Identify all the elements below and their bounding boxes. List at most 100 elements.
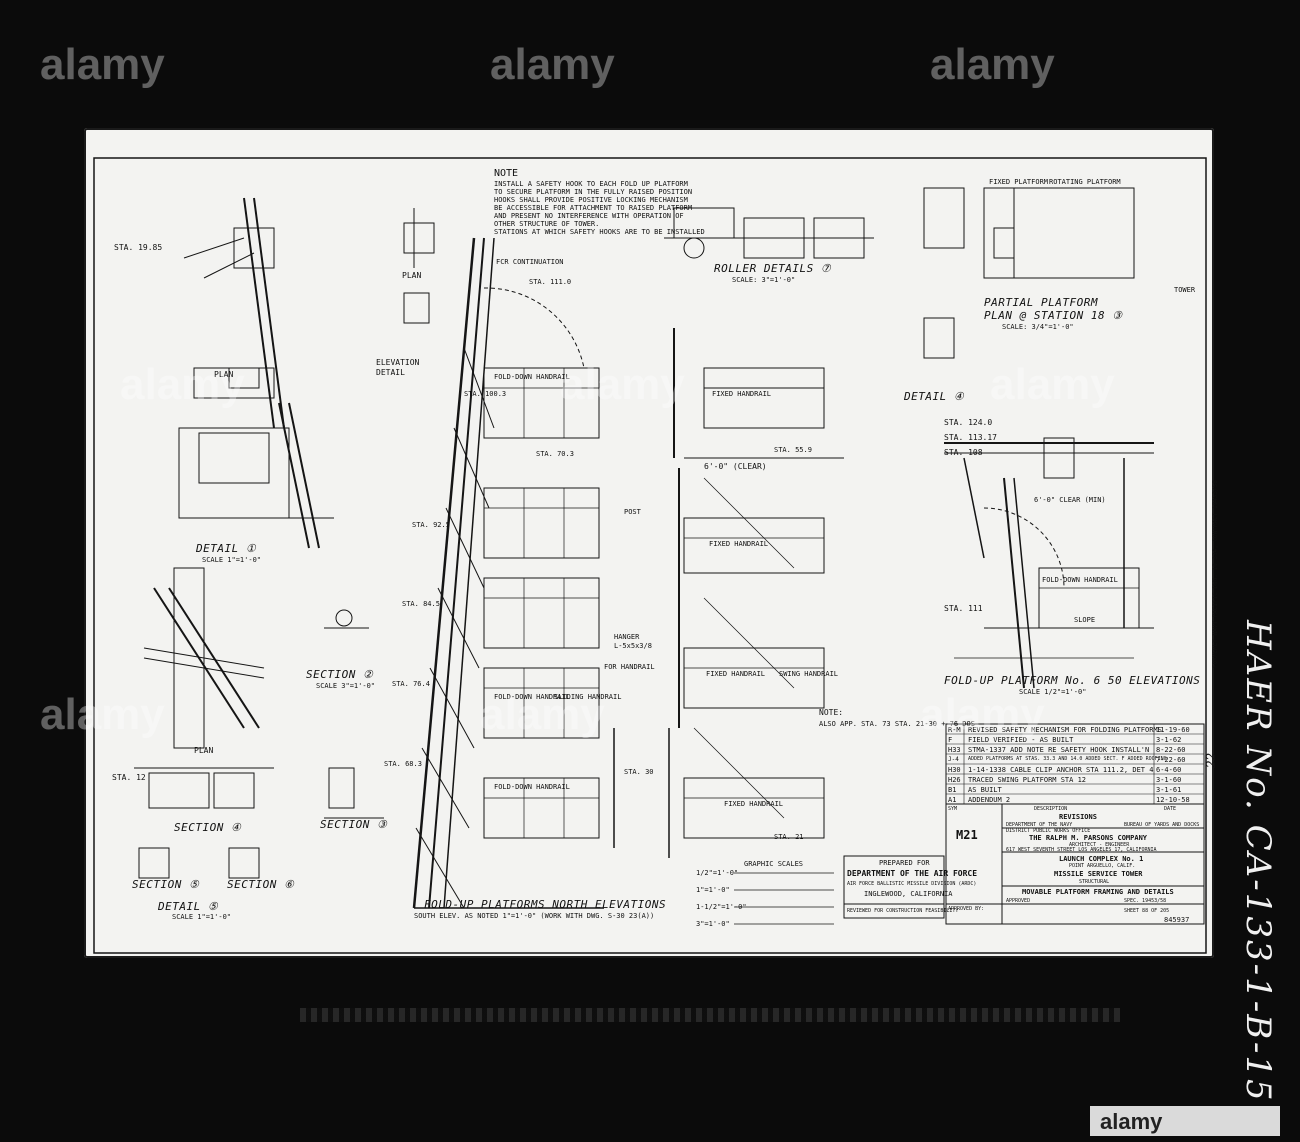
drawing-number: M21 — [956, 828, 978, 842]
label-sta-559: STA. 55.9 — [774, 446, 812, 454]
revisions-title: REVISIONS — [1059, 813, 1097, 821]
rev-date-3: 8-22-60 — [1156, 746, 1186, 754]
note-line-6: OTHER STRUCTURE OF TOWER. — [494, 220, 600, 228]
label-clear-min: 6'-0" CLEAR (MIN) — [1034, 496, 1106, 504]
approved: APPROVED — [1006, 898, 1031, 904]
structural: STRUCTURAL — [1079, 879, 1110, 885]
section-5-title: SECTION ⑤ — [132, 878, 200, 891]
watermark-8: alamy — [480, 690, 605, 739]
architects: ARCHITECT - ENGINEER — [1069, 842, 1130, 848]
bureau: BUREAU OF YARDS AND DOCKS — [1124, 822, 1200, 828]
note-line-4: BE ACCESSIBLE FOR ATTACHMENT TO RAISED P… — [494, 204, 693, 212]
label-fixed-handrail-1: FIXED HANDRAIL — [712, 390, 772, 398]
label-sta-764: STA. 76.4 — [392, 680, 430, 688]
scale-1: 1/2"=1'-0" — [696, 869, 739, 877]
label-elevation: ELEVATION — [376, 358, 420, 367]
reviewed-note: REVIEWED FOR CONSTRUCTION FEASIBILITY — [847, 908, 959, 914]
label-post: POST — [624, 508, 641, 516]
label-fixed-handrail-4: FIXED HANDRAIL — [724, 800, 784, 808]
rev-sym-3: H33 — [948, 746, 961, 754]
point-arguello: POINT ARGUELLO, CALIF. — [1069, 863, 1136, 869]
detail-5-scale: SCALE 1"=1'-0" — [172, 913, 232, 921]
rev-desc-3: STMA-1337 ADD NOTE RE SAFETY HOOK INSTAL… — [968, 746, 1150, 754]
parsons: THE RALPH M. PARSONS COMPANY — [1029, 834, 1148, 842]
fold-up-50-scale: SCALE 1/2"=1'-0" — [1019, 688, 1087, 696]
detail-4-title: DETAIL ④ — [904, 390, 965, 403]
label-sta-108: STA. 108 — [944, 448, 983, 457]
graphic-scales-title: GRAPHIC SCALES — [744, 860, 804, 868]
label-sta-845: STA. 84.5 — [402, 600, 440, 608]
partial-platform-scale: SCALE: 3/4"=1'-0" — [1002, 323, 1074, 331]
sheet-no: SHEET 88 OF 205 — [1124, 908, 1170, 914]
district: DISTRICT PUBLIC WORKS OFFICE — [1006, 828, 1091, 834]
rev-sym-1: R-M — [948, 726, 961, 734]
label-sta-30: STA. 30 — [624, 768, 654, 776]
rev-date-7: 3-1-61 — [1156, 786, 1182, 794]
scale-2: 1"=1'-0" — [696, 886, 730, 894]
film-edge-strip — [300, 1008, 1120, 1022]
rev-date-2: 3-1-62 — [1156, 736, 1182, 744]
rev-desc-8: ADDENDUM 2 — [968, 796, 1011, 804]
section-6-title: SECTION ⑥ — [227, 878, 295, 891]
haer-number: HAER No. CA-133-1-B-157 — [1238, 620, 1278, 1127]
stock-badge: alamy — [1090, 1106, 1280, 1136]
rev-desc-5: 1-14-1338 CABLE CLIP ANCHOR STA 111.2, D… — [968, 766, 1154, 774]
note2-title: NOTE: — [819, 708, 844, 717]
rev-desc-6: TRACED SWING PLATFORM STA 12 — [968, 776, 1087, 784]
label-fixed-platform: FIXED PLATFORM — [989, 178, 1049, 186]
label-plan-1: PLAN — [214, 370, 234, 379]
rev-sym-hdr: SYM — [948, 806, 958, 812]
note-line-3: HOOKS SHALL PROVIDE POSITIVE LOCKING MEC… — [494, 196, 688, 204]
rev-date-1: 11-19-60 — [1156, 726, 1190, 734]
stock-footer-bar — [0, 1106, 1300, 1142]
missile-tower: MISSILE SERVICE TOWER — [1054, 870, 1143, 878]
page-ref: 22 — [1204, 752, 1218, 768]
watermark-2: alamy — [490, 40, 615, 89]
spec-no: SPEC. 19453/58 — [1124, 898, 1167, 904]
watermark-1: alamy — [40, 40, 165, 89]
detail-1-title: DETAIL ① — [196, 542, 257, 555]
roller-details-scale: SCALE: 3"=1'-0" — [732, 276, 796, 284]
note-line-2: TO SECURE PLATFORM IN THE FULLY RAISED P… — [494, 188, 693, 196]
label-fold-down-2: FOLD-DOWN HANDRAIL — [494, 693, 570, 701]
watermark-5: alamy — [560, 360, 685, 409]
label-sta-1110: STA. 111.0 — [529, 278, 572, 286]
dept-air-force: DEPARTMENT OF THE AIR FORCE — [847, 869, 978, 878]
label-plan-2: PLAN — [402, 271, 422, 280]
section-2-scale: SCALE 3"=1'-0" — [316, 682, 376, 690]
label-sta-1003: STA. 100.3 — [464, 390, 507, 398]
detail-5-title: DETAIL ⑤ — [158, 900, 219, 913]
watermark-7: alamy — [40, 690, 165, 739]
label-sta-124: STA. 124.0 — [944, 418, 993, 427]
rev-sym-7: B1 — [948, 786, 957, 794]
label-tower: TOWER — [1174, 286, 1196, 294]
label-sta-1985: STA. 19.85 — [114, 243, 163, 252]
rev-date-5: 6-4-60 — [1156, 766, 1182, 774]
note-line-7: STATIONS AT WHICH SAFETY HOOKS ARE TO BE… — [494, 228, 705, 236]
label-fixed-handrail-2: FIXED HANDRAIL — [709, 540, 769, 548]
label-clear-6: 6'-0" (CLEAR) — [704, 462, 767, 471]
drawing-sheet: STA. 19.85 PLAN ELEVATION DETAIL PLAN DE… — [84, 128, 1219, 958]
af-ballistic: AIR FORCE BALLISTIC MISSILE DIVISION (AR… — [847, 881, 977, 887]
rev-sym-6: H26 — [948, 776, 961, 784]
rev-sym-5: H30 — [948, 766, 961, 774]
watermark-3: alamy — [930, 40, 1055, 89]
approved-by: APPROVED BY: — [948, 906, 985, 912]
scale-3: 1-1/2"=1'-0" — [696, 903, 747, 911]
section-4-title: SECTION ④ — [174, 821, 242, 834]
fold-up-south-subtitle: SOUTH ELEV. AS NOTED 1"=1'-0" (WORK WITH… — [414, 912, 655, 920]
label-for-handrail: FOR HANDRAIL — [604, 663, 655, 671]
partial-platform-title: PARTIAL PLATFORM — [984, 296, 1098, 309]
section-3-title: SECTION ③ — [320, 818, 388, 831]
stock-badge-logo: alamy — [1100, 1109, 1163, 1134]
rev-sym-4: J-4 — [948, 756, 959, 763]
label-plan-3: PLAN — [194, 746, 214, 755]
note-line-5: AND PRESENT NO INTERFERENCE WITH OPERATI… — [494, 212, 684, 220]
label-fold-down-1: FOLD-DOWN HANDRAIL — [494, 373, 570, 381]
label-hanger: HANGER — [614, 633, 640, 641]
dept-navy: DEPARTMENT OF THE NAVY — [1006, 822, 1073, 828]
note-line-1: INSTALL A SAFETY HOOK TO EACH FOLD UP PL… — [494, 180, 688, 188]
prepared-for: PREPARED FOR — [879, 859, 930, 867]
label-detail-6: DETAIL — [376, 368, 405, 377]
label-sta-111: STA. 111 — [944, 604, 983, 613]
